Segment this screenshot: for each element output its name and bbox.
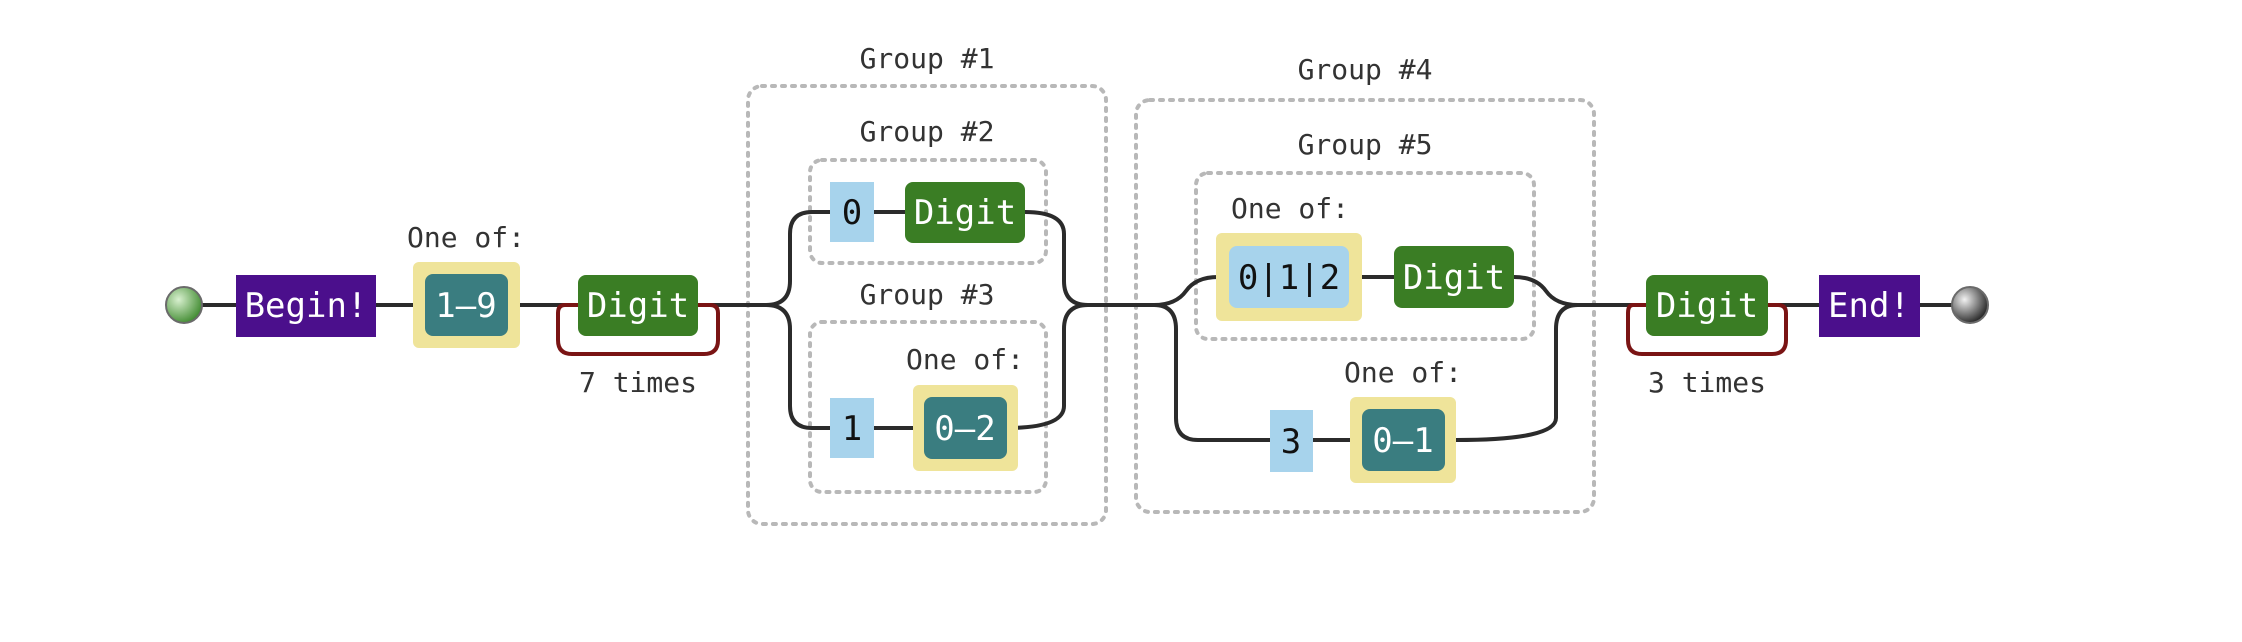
literal-0 [830,182,874,242]
group-3-title: Group #3 [860,278,995,311]
group-2-title: Group #2 [860,115,995,148]
digit-node-4 [1646,275,1768,336]
charset-4-range [1362,409,1445,471]
digit-node-2-label: Digit [914,193,1016,233]
digit-node-3 [1394,246,1514,308]
begin-label: Begin! [245,286,368,326]
repeat-loop-2 [1626,303,1788,356]
digit-node-2 [905,182,1025,243]
digit-node-4-label: Digit [1656,286,1758,326]
digit-node-3-label: Digit [1403,258,1505,298]
literal-1-label: 1 [842,409,862,449]
digit-node-1 [578,275,698,336]
start-terminal [165,286,203,324]
charset-1-value: 1–9 [435,286,496,326]
charset-3-literals [1229,246,1349,308]
group-5-title: Group #5 [1298,128,1433,161]
group-1-title: Group #1 [860,42,995,75]
literal-3-label: 3 [1281,422,1301,462]
repeat-1-label: 7 times [579,366,697,399]
literal-3 [1270,410,1313,472]
charset-3-label: One of: [1231,192,1349,225]
digit-node-1-label: Digit [587,286,689,326]
charset-3-value: 0|1|2 [1238,258,1340,298]
begin-anchor [236,275,376,337]
end-terminal [1951,286,1989,324]
charset-1-range [425,274,508,336]
repeat-2-label: 3 times [1648,366,1766,399]
charset-2-value: 0–2 [934,409,995,449]
charset-4-label: One of: [1344,356,1462,389]
literal-0-label: 0 [842,193,862,233]
end-label: End! [1828,286,1910,326]
charset-2-range [924,397,1007,459]
group-5-box [1194,171,1536,341]
end-anchor [1819,275,1920,337]
charset-4-value: 0–1 [1372,421,1433,461]
group-4-title: Group #4 [1298,53,1433,86]
group-3-box [808,320,1048,494]
literal-1 [830,398,874,458]
charset-1-label: One of: [407,221,525,254]
charset-2-label: One of: [906,343,1024,376]
repeat-loop-1 [556,303,720,356]
